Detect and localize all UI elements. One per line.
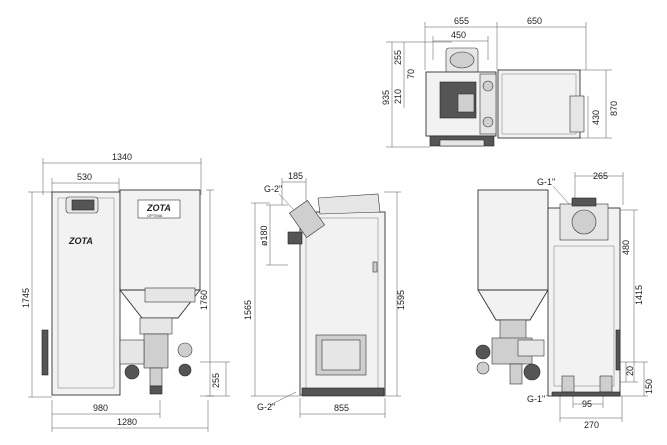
dim-label: 95 (582, 399, 592, 409)
dim-label: 185 (288, 171, 303, 181)
dim-label: 70 (406, 69, 416, 79)
dim-label: 1595 (396, 290, 406, 310)
brand-logo: ZOTA OPTIMA (137, 199, 181, 219)
logo-text: ZOTA (146, 203, 171, 213)
dim-label: 255 (211, 373, 221, 388)
dim-label: 530 (77, 172, 92, 182)
front-view: 1340 530 1745 1760 255 980 1280 ZOTA OPT… (21, 152, 230, 432)
rear-view: 265 480 1415 20 150 95 270 G-1" G-1" (475, 171, 654, 430)
dim-label: 870 (609, 101, 619, 116)
dim-label: 1760 (199, 290, 209, 310)
dim-label: 1340 (112, 152, 132, 162)
dim-label: 150 (644, 379, 654, 394)
dim-label: 270 (584, 420, 599, 430)
dim-label: 20 (625, 366, 635, 376)
connection-label: G-1" (537, 177, 555, 187)
dim-label: 1745 (21, 288, 31, 308)
dim-label: 655 (454, 16, 469, 26)
connection-label: G-2" (257, 402, 275, 412)
model-text: OPTIMA (147, 213, 163, 218)
dim-label: 210 (393, 89, 403, 104)
dim-label: 1280 (117, 417, 137, 427)
connection-label: G-2" (264, 184, 282, 194)
dim-label: 480 (621, 240, 631, 255)
dim-label: ø180 (259, 225, 269, 246)
side-view: 185 ø180 1565 1595 855 G-2" G-2" (243, 171, 406, 418)
dim-label: 265 (593, 171, 608, 181)
dim-label: 430 (591, 110, 601, 125)
dim-label: 650 (527, 16, 542, 26)
dim-label: 1415 (634, 285, 644, 305)
dim-label: 855 (334, 403, 349, 413)
dim-label: 450 (451, 30, 466, 40)
logo-text: ZOTA (68, 236, 93, 246)
dim-label: 1565 (243, 300, 253, 320)
dim-label: 980 (93, 403, 108, 413)
top-view: 655 650 450 255 70 210 935 870 430 (381, 16, 619, 148)
connection-label: G-1" (527, 394, 545, 404)
dim-label: 935 (381, 90, 391, 105)
dim-label: 255 (393, 50, 403, 65)
